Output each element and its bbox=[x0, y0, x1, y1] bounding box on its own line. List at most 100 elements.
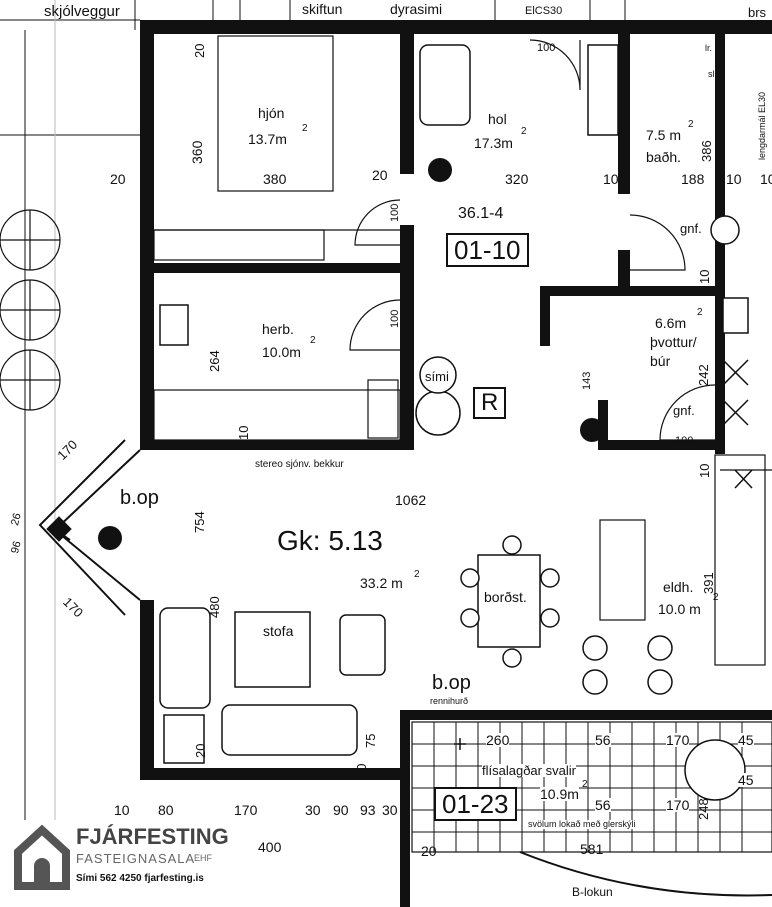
room-thvottur-area: 6.6m bbox=[655, 315, 687, 331]
house-logo-icon bbox=[14, 824, 70, 890]
label-living-area-sup: 2 bbox=[414, 569, 420, 580]
room-marker-r: R bbox=[473, 387, 507, 419]
dim-herb-height: 264 bbox=[207, 350, 222, 372]
room-eldh-area-sup: 2 bbox=[713, 592, 719, 603]
label-length-el30: lengdarmál EL30 bbox=[757, 91, 767, 160]
logo-phone: Sími 562 4250 fjarfesting.is bbox=[76, 873, 204, 884]
dim-754: 754 bbox=[192, 511, 207, 533]
label-lr: lr. bbox=[705, 43, 713, 53]
room-svalir-area: 10.9m bbox=[540, 786, 579, 802]
room-hol-area: 17.3m bbox=[474, 135, 513, 151]
dim-10-hol: 10 bbox=[603, 171, 619, 187]
dim-10-herb: 10 bbox=[236, 425, 251, 440]
room-hjon-name: hjón bbox=[258, 105, 285, 121]
room-herb-name: herb. bbox=[262, 321, 294, 337]
bottom-dim-0: 10 bbox=[114, 802, 130, 818]
dim-56-b: 56 bbox=[595, 797, 611, 813]
dim-45-a: 45 bbox=[738, 732, 754, 748]
room-hjon-area-sup: 2 bbox=[302, 123, 308, 134]
bottom-dim-1: 80 bbox=[158, 802, 174, 818]
apartment-id: 01-10 bbox=[446, 233, 529, 267]
dim-100-hall: 100 bbox=[389, 203, 401, 222]
room-bad-area: 7.5 m bbox=[646, 127, 682, 143]
room-thvottur-area-sup: 2 bbox=[697, 307, 703, 318]
logo-brand: FJÁRFESTING bbox=[76, 824, 229, 849]
dim-56-a: 56 bbox=[595, 732, 611, 748]
apartment-code: 36.1-4 bbox=[458, 205, 504, 222]
dim-bad-width: 188 bbox=[681, 171, 705, 187]
label-electric: ElCS30 bbox=[525, 5, 563, 17]
dim-hol-width: 320 bbox=[505, 171, 529, 187]
dim-thvottur-depth: 143 bbox=[581, 371, 593, 390]
room-hol-name: hol bbox=[488, 111, 507, 127]
label-brs: brs bbox=[748, 5, 767, 20]
room-hjon-area: 13.7m bbox=[248, 131, 287, 147]
label-outer-wall: skjólveggur bbox=[44, 3, 120, 20]
dim-170-d: 170 bbox=[666, 797, 690, 813]
dim-thvottur-height: 242 bbox=[696, 364, 711, 386]
room-eldh-area: 10.0 m bbox=[658, 601, 701, 617]
label-doorphone: dyrasimi bbox=[390, 1, 443, 17]
balcony-id: 01-23 bbox=[434, 787, 517, 821]
label-shelf: skiftun bbox=[302, 1, 343, 17]
dim-svalir-width: 581 bbox=[580, 841, 604, 857]
room-borost-name: borðst. bbox=[484, 589, 527, 605]
dim-10-laundry: 10 bbox=[697, 269, 712, 284]
dim-20-sofa: 20 bbox=[193, 743, 208, 758]
room-eldh-name: eldh. bbox=[663, 579, 694, 595]
dim-75: 75 bbox=[363, 733, 378, 748]
label-b-lokun: B-lokun bbox=[572, 885, 613, 899]
room-svalir-note: svölum lokað með glerskýli bbox=[528, 819, 636, 829]
dim-480: 480 bbox=[207, 596, 222, 618]
dim-hjon-height: 360 bbox=[189, 140, 205, 164]
bottom-dim-3: 30 bbox=[305, 802, 321, 818]
dim-20-wall: 20 bbox=[354, 763, 369, 778]
label-gnf-bath: gnf. bbox=[680, 221, 702, 236]
label-sl: sl. bbox=[708, 69, 717, 79]
room-thvottur-name1: þvottur/ bbox=[650, 334, 697, 350]
room-herb-area-sup: 2 bbox=[310, 335, 316, 346]
dim-100-laundry: 100 bbox=[675, 435, 694, 447]
dim-45-b: 45 bbox=[738, 772, 754, 788]
label-sliding-door: rennihurð bbox=[430, 696, 469, 706]
company-logo: FJÁRFESTING FASTEIGNASALA EHF Sími 562 4… bbox=[14, 822, 229, 892]
bottom-dim-400: 400 bbox=[258, 839, 282, 855]
dim-20-hall: 20 bbox=[372, 167, 388, 183]
dim-20-bottom: 20 bbox=[421, 843, 437, 859]
dim-1062: 1062 bbox=[395, 492, 427, 508]
dim-hjon-width: 380 bbox=[263, 171, 287, 187]
dim-10-bath-wall: 10 bbox=[760, 171, 772, 187]
dim-hol-door: 100 bbox=[537, 42, 556, 54]
dim-260: 260 bbox=[486, 732, 510, 748]
label-living-area: 33.2 m bbox=[360, 575, 403, 591]
label-simi: sími bbox=[425, 369, 449, 384]
dim-170-c: 170 bbox=[666, 732, 690, 748]
dim-bad-height: 386 bbox=[699, 140, 714, 162]
room-bad-name: baðh. bbox=[646, 149, 682, 165]
label-gnf-laundry: gnf. bbox=[673, 403, 695, 418]
dim-10-kitchen: 10 bbox=[697, 463, 712, 478]
dim-bad-wall: 10 bbox=[726, 171, 742, 187]
label-stereo-bench: stereo sjónv. bekkur bbox=[255, 459, 344, 470]
room-bad-area-sup: 2 bbox=[688, 119, 694, 130]
room-svalir-area-sup: 2 bbox=[582, 779, 588, 790]
bottom-dim-2: 170 bbox=[234, 802, 258, 818]
room-thvottur-name2: búr bbox=[650, 353, 671, 369]
dim-100-herb: 100 bbox=[389, 309, 401, 328]
dim-eldh-height: 391 bbox=[701, 572, 716, 594]
bottom-dim-5: 93 bbox=[360, 802, 376, 818]
room-svalir-name: flísalagðar svalir bbox=[482, 763, 576, 778]
dim-248: 248 bbox=[696, 798, 711, 820]
label-bop-left: b.op bbox=[120, 487, 159, 509]
logo-ehf: EHF bbox=[194, 853, 212, 863]
label-gk: Gk: 5.13 bbox=[277, 525, 383, 556]
dim-hjon-corner: 20 bbox=[192, 43, 207, 58]
bottom-dim-4: 90 bbox=[333, 802, 349, 818]
dim-20-left: 20 bbox=[110, 171, 126, 187]
bottom-dim-6: 30 bbox=[382, 802, 398, 818]
room-stofa-name: stofa bbox=[263, 623, 294, 639]
room-herb-area: 10.0m bbox=[262, 344, 301, 360]
room-hol-area-sup: 2 bbox=[521, 126, 527, 137]
label-bop-right: b.op bbox=[432, 672, 471, 694]
